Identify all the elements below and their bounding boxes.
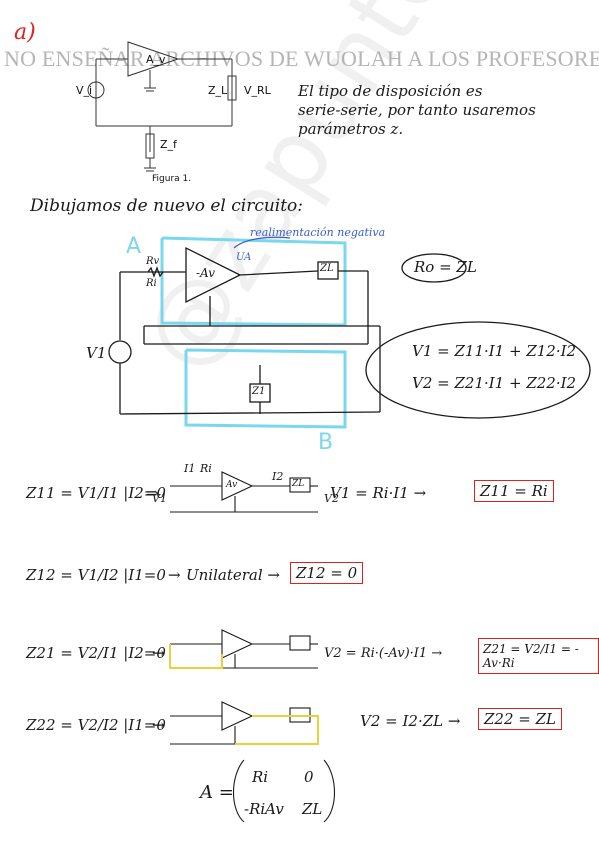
note-line-2: serie-serie, por tanto usaremos: [298, 101, 536, 119]
z22-definition: Z22 = V2/I2 |I1=0: [26, 716, 166, 734]
z12-arrow: →: [168, 566, 181, 584]
figure1-feedback-label: Z_f: [160, 138, 177, 151]
mini-i1: I1: [184, 462, 196, 475]
figure1-load-label: Z_L: [208, 84, 228, 97]
z21-result-box: Z21 = V2/I1 = -Av·Ri: [478, 638, 599, 674]
matrix-r2c2: ZL: [302, 800, 323, 818]
matrix-r1c2: 0: [304, 768, 314, 786]
z22-arrow: →: [152, 716, 165, 734]
figure1-source-icon: [87, 81, 105, 99]
mini-zl: ZL: [292, 479, 305, 489]
matrix-left-bracket: [233, 759, 245, 823]
z21-result: Z21 = V2/I1 = -Av·Ri: [483, 642, 579, 670]
matrix-lhs: A =: [200, 782, 234, 803]
mini-circuits: [169, 471, 335, 823]
block-a-outline: [160, 236, 347, 327]
ro-equation: Ro = ZL: [414, 258, 477, 276]
z11-result: Z11 = Ri: [480, 482, 548, 500]
redrawn-circuit: [108, 236, 591, 429]
v1-equation: V1 = Z11·I1 + Z12·I2: [412, 342, 577, 360]
ua-label: UA: [236, 252, 252, 263]
z1-label: Z1: [252, 386, 266, 397]
z12-derivation: Unilateral →: [186, 566, 280, 584]
block-a-label: A: [126, 234, 142, 259]
section-label: a): [14, 20, 36, 45]
vi-label: V1: [86, 344, 107, 362]
serie-serie-note: El tipo de disposición es serie-serie, p…: [298, 82, 536, 139]
z21-arrow: →: [152, 644, 165, 662]
mini-v2: V2: [324, 492, 339, 505]
v2-equation: V2 = Z21·I1 + Z22·I2: [412, 374, 577, 392]
ro-bubble: [401, 253, 467, 283]
block-b-label: B: [318, 430, 334, 455]
z12-definition: Z12 = V1/I2 |I1=0: [26, 566, 166, 584]
matrix-r1c1: Ri: [252, 768, 269, 786]
z11-arrow: ⇒: [146, 484, 159, 502]
source-icon: [108, 340, 132, 364]
feedback-label: realimentación negativa: [250, 226, 386, 239]
figure1-amp-label: A_v: [146, 53, 166, 66]
zl-label: ZL: [320, 263, 334, 274]
mini-av: Av: [226, 480, 238, 490]
block-b-outline: [184, 348, 347, 429]
z12-result-box: Z12 = 0: [290, 562, 364, 584]
mini-v1: V1: [152, 492, 167, 505]
figure1-load-resistor: [227, 75, 237, 101]
redraw-title: Dibujamos de nuevo el circuito:: [30, 196, 304, 216]
z21-derivation: V2 = Ri·(-Av)·I1 →: [324, 646, 443, 661]
feedback-arrow-icon: [233, 236, 291, 249]
z22-derivation: V2 = I2·ZL →: [360, 712, 461, 730]
note-line-3: parámetros z.: [298, 120, 404, 138]
z-equations-bubble: [365, 321, 591, 419]
z11-definition: Z11 = V1/I1 |I2=0: [26, 484, 166, 502]
amp-label: -Av: [196, 266, 216, 280]
mini-i2: I2: [272, 470, 284, 483]
note-line-1: El tipo de disposición es: [298, 82, 483, 100]
z22-result-box: Z22 = ZL: [478, 708, 562, 730]
z12-result: Z12 = 0: [296, 564, 358, 582]
ri-resistor: [147, 266, 164, 278]
z11-result-box: Z11 = Ri: [474, 480, 554, 502]
z22-result: Z22 = ZL: [484, 710, 556, 728]
matrix-right-bracket: [323, 759, 335, 823]
z11-derivation: V1 = Ri·I1 →: [330, 484, 427, 502]
figure1-schematic: [87, 41, 237, 172]
ri-top-label: Rv: [146, 256, 160, 267]
figure1-source-label: V_i: [76, 84, 93, 97]
mini-ri: Ri: [200, 462, 212, 475]
z21-definition: Z21 = V2/I1 |I2=0: [26, 644, 166, 662]
ri-label: Ri: [146, 278, 157, 289]
figure1-out-label: V_RL: [244, 84, 271, 97]
amp-triangle: [185, 246, 242, 304]
matrix-r2c1: -RiAv: [244, 800, 284, 818]
figure1-caption: Figura 1.: [152, 174, 192, 184]
